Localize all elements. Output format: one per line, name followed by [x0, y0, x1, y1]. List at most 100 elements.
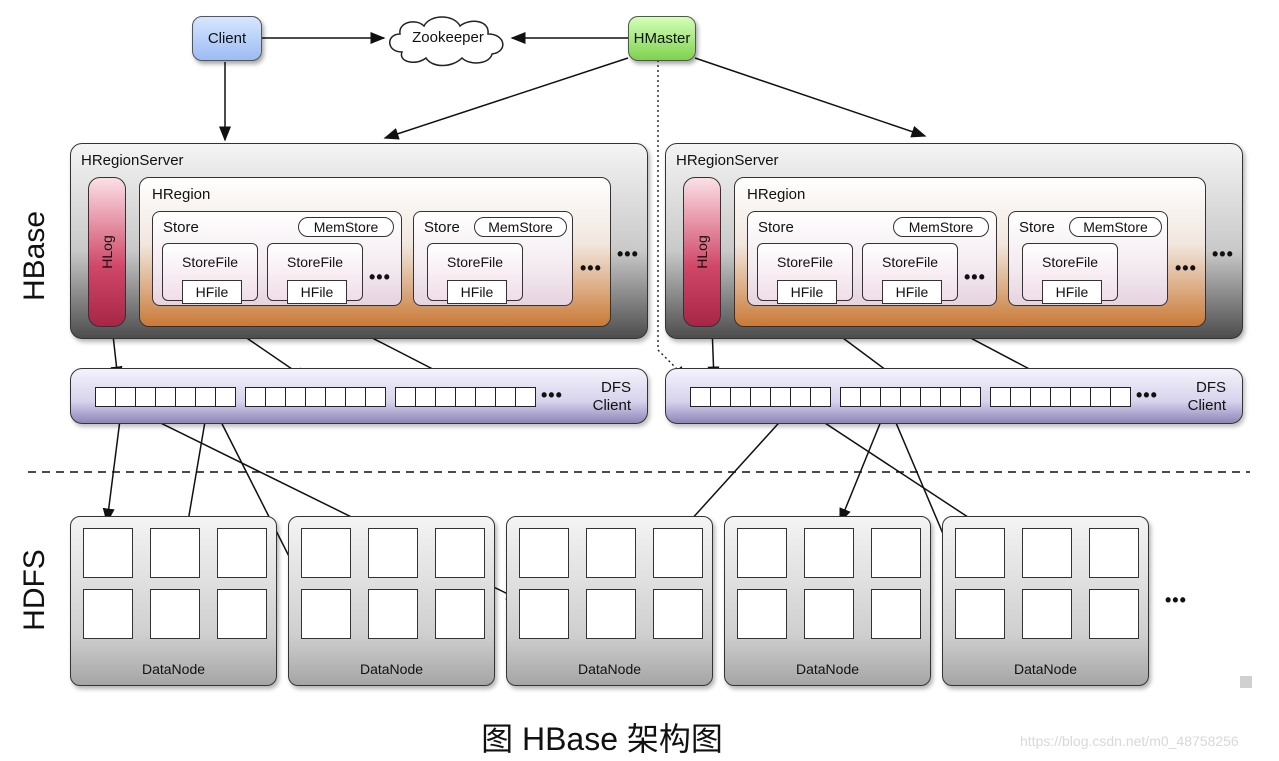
dfs-client-label-line2: Client [1187, 397, 1226, 414]
hbase-side-label: HBase [18, 210, 51, 302]
hfile: HFile [882, 280, 942, 304]
datanode-label: DataNode [795, 661, 860, 677]
ellipsis: ••• [1175, 258, 1197, 278]
data-block [586, 589, 636, 639]
hlog: HLog [683, 177, 721, 327]
region-server-2: HRegionServer HLog HRegion Store MemStor… [665, 143, 1243, 339]
data-block [1089, 589, 1139, 639]
hlog-label: HLog [99, 235, 115, 269]
data-block [1089, 528, 1139, 578]
data-block [955, 528, 1005, 578]
dfs-block-group [95, 387, 236, 407]
zookeeper-label: Zookeeper [412, 29, 484, 46]
region-server-1: HRegionServer HLog HRegion Store MemStor… [70, 143, 648, 339]
hfile: HFile [287, 280, 347, 304]
data-block [368, 589, 418, 639]
hfile-label: HFile [1055, 284, 1089, 300]
data-block [435, 528, 485, 578]
ellipsis: ••• [1165, 590, 1187, 610]
dfs-client-label: DFS Client [1188, 379, 1226, 415]
hregion-label: HRegion [152, 186, 211, 203]
dfs-client-label-line1: DFS [601, 379, 631, 396]
dfs-block-group [245, 387, 386, 407]
dfs-block-group [690, 387, 831, 407]
hmaster-node: HMaster [628, 16, 696, 61]
data-block [301, 589, 351, 639]
watermark: https://blog.csdn.net/m0_48758256 [1020, 733, 1239, 749]
client-node: Client [192, 16, 262, 61]
memstore-label: MemStore [1083, 219, 1148, 235]
memstore: MemStore [474, 217, 567, 237]
data-block [83, 528, 133, 578]
memstore: MemStore [893, 217, 989, 237]
storefile: StoreFile HFile [862, 243, 958, 304]
dfs-client-1: ••• DFS Client [70, 368, 648, 424]
hregion-label: HRegion [747, 186, 806, 203]
hdfs-side-label: HDFS [18, 549, 51, 631]
hfile-label: HFile [790, 284, 824, 300]
memstore-label: MemStore [488, 219, 553, 235]
storefile: StoreFile HFile [757, 243, 853, 304]
storefile-label: StoreFile [286, 254, 344, 270]
ellipsis: ••• [1136, 385, 1158, 405]
memstore-label: MemStore [313, 219, 379, 235]
data-block [217, 589, 267, 639]
data-block [737, 589, 787, 639]
data-block [871, 528, 921, 578]
region-server-title: HRegionServer [81, 152, 184, 169]
hfile: HFile [447, 280, 507, 304]
store: Store MemStore StoreFile HFile [1008, 211, 1168, 306]
storefile: StoreFile HFile [162, 243, 258, 304]
hfile: HFile [1042, 280, 1102, 304]
datanode-label: DataNode [577, 661, 642, 677]
datanode: DataNode [724, 516, 931, 686]
data-block [804, 589, 854, 639]
memstore-label: MemStore [908, 219, 974, 235]
store: Store MemStore StoreFile HFile StoreFile… [747, 211, 997, 306]
datanode-label: DataNode [359, 661, 424, 677]
datanode-label: DataNode [141, 661, 206, 677]
zookeeper-cloud [389, 16, 504, 67]
hlog-label: HLog [694, 235, 710, 269]
data-block [519, 589, 569, 639]
data-block [653, 528, 703, 578]
data-block [217, 528, 267, 578]
store: Store MemStore StoreFile HFile [413, 211, 573, 306]
hfile-label: HFile [460, 284, 494, 300]
dfs-block-group [395, 387, 536, 407]
data-block [301, 528, 351, 578]
data-block [150, 589, 200, 639]
datanode: DataNode [70, 516, 277, 686]
storefile: StoreFile HFile [427, 243, 523, 304]
store-label: Store [1019, 219, 1055, 236]
dfs-block-group [990, 387, 1131, 407]
arrow-hmaster-server1 [383, 57, 629, 140]
storefile-label: StoreFile [881, 254, 939, 270]
memstore: MemStore [1069, 217, 1162, 237]
ellipsis: ••• [580, 258, 602, 278]
hlog: HLog [88, 177, 126, 327]
region-server-title: HRegionServer [676, 152, 779, 169]
data-block [871, 589, 921, 639]
data-block [737, 528, 787, 578]
data-block [83, 589, 133, 639]
hfile: HFile [777, 280, 837, 304]
ellipsis: ••• [541, 385, 563, 405]
data-block [955, 589, 1005, 639]
hregion: HRegion Store MemStore StoreFile HFile S… [734, 177, 1206, 327]
hregion: HRegion Store MemStore StoreFile HFile S… [139, 177, 611, 327]
ellipsis: ••• [964, 267, 986, 287]
ellipsis: ••• [617, 244, 639, 264]
dfs-client-label-line1: DFS [1196, 379, 1226, 396]
hmaster-label: HMaster [633, 30, 691, 47]
ellipsis: ••• [369, 267, 391, 287]
storefile: StoreFile HFile [1022, 243, 1118, 304]
figure-caption: 图 HBase 架构图 [481, 721, 723, 757]
store: Store MemStore StoreFile HFile StoreFile… [152, 211, 402, 306]
storefile: StoreFile HFile [267, 243, 363, 304]
data-block [150, 528, 200, 578]
store-label: Store [758, 219, 794, 236]
hfile-label: HFile [895, 284, 929, 300]
dfs-block-group [840, 387, 981, 407]
client-label: Client [207, 30, 247, 47]
